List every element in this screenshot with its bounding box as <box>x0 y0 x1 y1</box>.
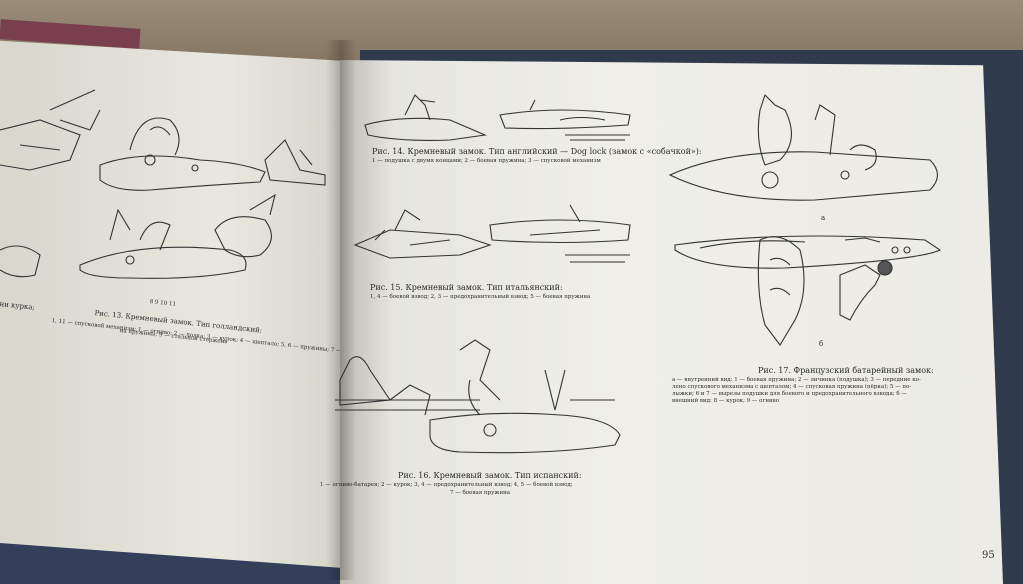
left-page-figures <box>0 89 326 279</box>
left-page <box>0 40 370 570</box>
fig17-legend-4: внешний вид: 8 — курок; 9 — огниво <box>672 398 780 404</box>
fig17-label-b: б <box>819 340 824 348</box>
page-number: 95 <box>982 550 995 561</box>
right-page <box>340 60 1003 584</box>
fig16-caption: Рис. 16. Кремневый замок. Тип испанский: <box>398 471 582 480</box>
fig14-caption: Рис. 14. Кремневый замок. Тип английский… <box>372 147 702 156</box>
book-gutter <box>326 40 356 580</box>
fig17-drawings <box>668 93 942 346</box>
fig15-caption: Рис. 15. Кремневый замок. Тип итальянски… <box>370 283 563 292</box>
fig17-legend-2: лено спускового механизма с шепталом; 4 … <box>672 384 912 390</box>
fig15-drawings <box>353 204 631 263</box>
fig15-legend: 1, 4 — боевой взвод; 2, 3 — предохраните… <box>370 294 591 300</box>
fig14-drawings <box>364 94 631 141</box>
fig17-caption: Рис. 17. Французский батарейный замок: <box>758 366 934 375</box>
fig16-legend: 1 — огниво-батарея; 2 — курок; 3, 4 — пр… <box>320 482 573 488</box>
fig17-label-a: а <box>821 214 826 222</box>
fig17-legend-3: лыжки; 6 и 7 — вырезы подушки для боевог… <box>672 391 907 397</box>
fig14-legend: 1 — подушка с двумя концами; 2 — боевая … <box>372 158 601 164</box>
fig16-legend-2: 7 — боевая пружина <box>450 490 511 496</box>
fig17-legend-1: а — внутренний вид: 1 — боевая пружина; … <box>672 377 921 383</box>
fig16-drawings <box>335 339 621 454</box>
